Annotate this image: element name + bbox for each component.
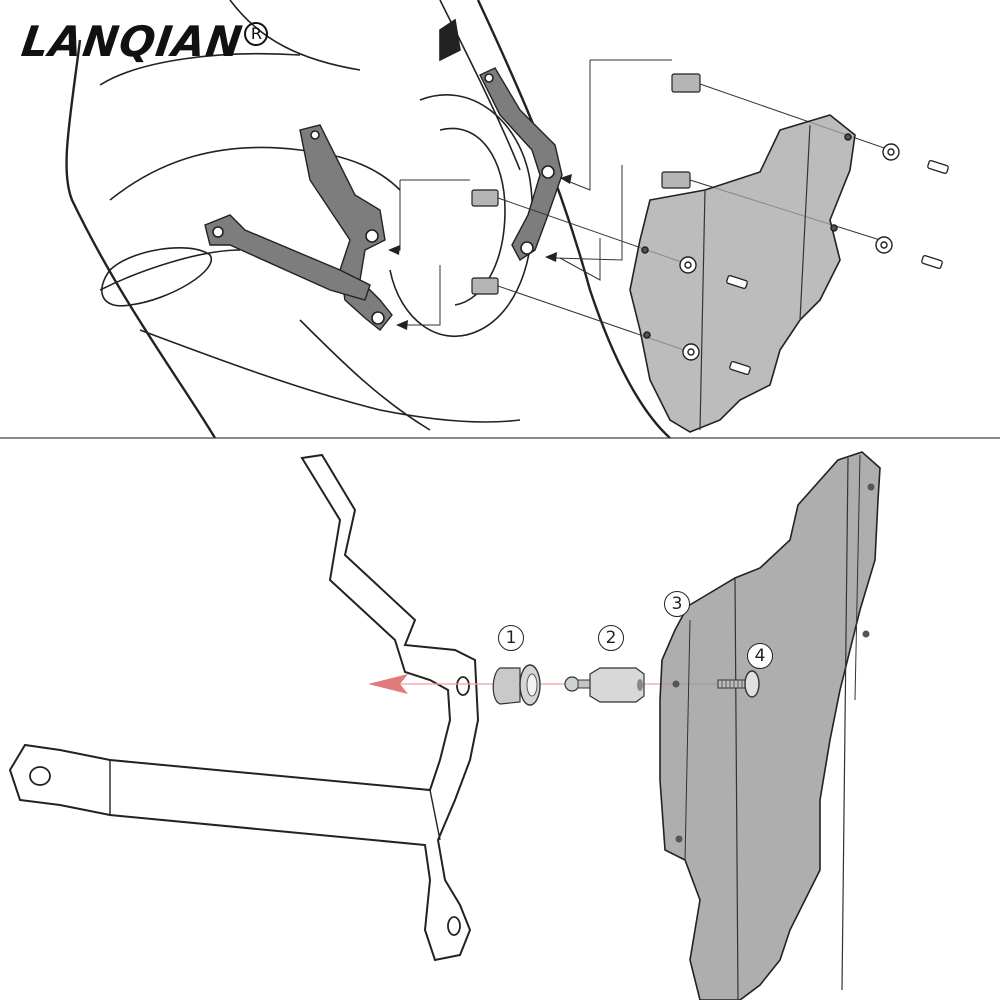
fairing-line-3 [229, 0, 361, 71]
deflector-hole [830, 224, 838, 232]
callout-part-3: 3 [664, 591, 690, 617]
top-deflector-panel [629, 114, 856, 433]
deflector-fold-line [734, 577, 739, 1000]
deflector-fold-line [841, 457, 849, 991]
brand-logo: LANQIAN R [18, 17, 269, 68]
bracket-hole [310, 130, 320, 140]
fairing-outline [65, 39, 217, 439]
callout-part-4: 4 [747, 643, 773, 669]
fairing-edge-right [476, 0, 671, 439]
top-assembly-view [65, 0, 949, 439]
deflector-hole [643, 331, 651, 339]
fairing-line-5 [99, 249, 241, 291]
standoff-spacer-detail [564, 667, 645, 703]
assembly-arrowheads [388, 174, 572, 330]
fairing-line-2 [439, 0, 521, 171]
bracket-hole [212, 226, 224, 238]
washer [679, 143, 900, 361]
fairing-line-6 [139, 329, 521, 423]
bracket-hole [520, 241, 534, 255]
deflector-hole [672, 680, 680, 688]
fairing-tab [439, 18, 461, 62]
fairing-inner-line [99, 53, 301, 86]
deflector-hole [641, 246, 649, 254]
standoff-spacer [471, 73, 701, 295]
deflector-fold-line [684, 619, 691, 861]
bottom-detail-view [8, 451, 881, 1000]
deflector-fold-line [854, 454, 861, 701]
top-mount-bar [204, 214, 371, 301]
mounting-bracket [8, 453, 480, 962]
callout-part-2: 2 [598, 625, 624, 651]
bracket-mount-hole [456, 676, 470, 696]
bracket-lower-hole [447, 916, 461, 936]
top-deflector-fold-line [699, 189, 706, 431]
fairing-line-7 [299, 319, 431, 431]
bracket-hole [484, 73, 494, 83]
headlight-housing [389, 94, 534, 338]
deflector-hole [862, 630, 870, 638]
brand-name: LANQIAN [18, 17, 246, 66]
top-mount-bracket-right [479, 67, 563, 262]
top-mount-bracket-left [299, 124, 393, 331]
deflector-hole [844, 133, 852, 141]
top-deflector-fold-line [799, 124, 811, 321]
bracket-hole [541, 165, 555, 179]
screw [726, 159, 949, 376]
callout-part-1: 1 [498, 625, 524, 651]
direction-arrow-icon [368, 674, 408, 694]
registered-trademark-icon: R [244, 22, 269, 46]
fairing-line-4 [109, 146, 401, 201]
bracket-hole [371, 311, 385, 325]
deflector-panel [659, 451, 881, 1000]
deflector-hole [867, 483, 875, 491]
mounting-screw [717, 670, 760, 698]
bracket-inner-edge [109, 760, 441, 841]
bracket-hole [365, 229, 379, 243]
bracket-slot-hole [29, 766, 51, 786]
deflector-hole [675, 835, 683, 843]
mirror-stalk [101, 247, 213, 307]
rubber-well-nut [492, 664, 541, 706]
